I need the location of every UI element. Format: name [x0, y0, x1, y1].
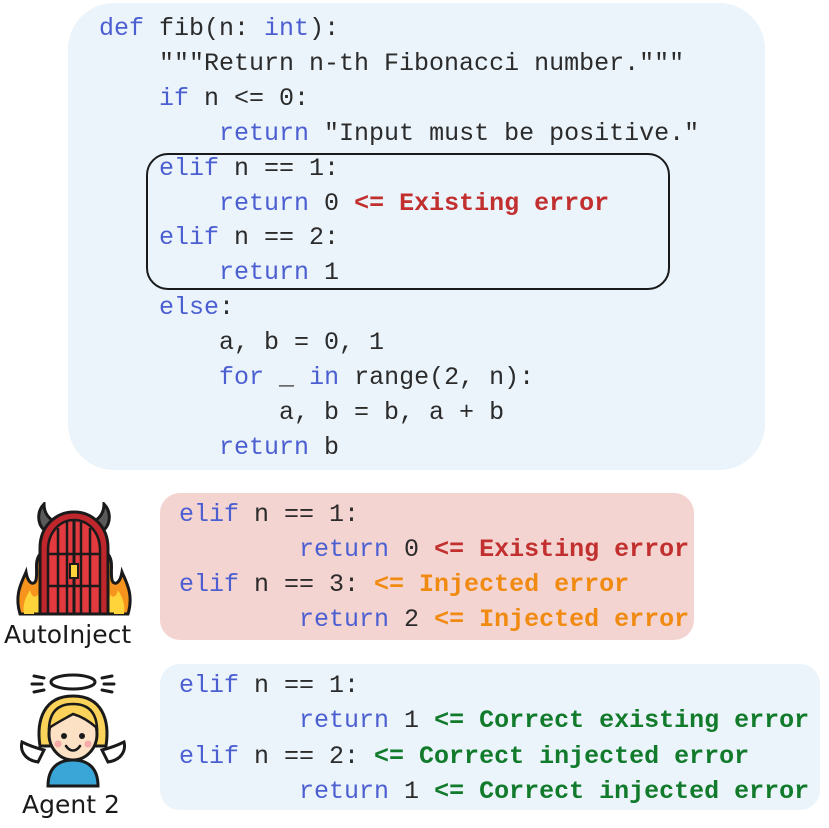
- code-text: :: [219, 293, 235, 323]
- code-line: return b: [99, 433, 339, 463]
- code-line: elif n == 2: <= Correct injected error: [179, 742, 749, 772]
- code-text: [99, 433, 219, 462]
- code-keyword: return: [299, 535, 390, 564]
- code-keyword: return: [299, 605, 390, 634]
- code-keyword: elif: [159, 223, 220, 253]
- code-text: [99, 84, 159, 113]
- error-annotation: <= Correct injected error: [434, 776, 810, 806]
- code-text: fib(n:: [144, 14, 265, 43]
- code-text: ):: [309, 14, 340, 43]
- code-line: elif n == 1:: [179, 500, 359, 530]
- code-line: return 2 <= Injected error: [179, 605, 689, 635]
- code-text: [179, 777, 299, 806]
- code-text: [179, 706, 299, 735]
- code-keyword: elif: [179, 741, 240, 771]
- code-keyword: return: [219, 432, 310, 462]
- code-keyword: return: [219, 118, 310, 148]
- code-text: 1: [309, 258, 340, 288]
- error-annotation: <= Correct injected error: [374, 741, 750, 771]
- code-text: [99, 154, 159, 183]
- original-code-panel: [68, 3, 765, 470]
- code-keyword: elif: [179, 500, 240, 529]
- code-line: elif n == 1:: [99, 154, 339, 184]
- code-text: [179, 535, 299, 564]
- autoinject-code-panel: [160, 493, 694, 640]
- code-line: for _ in range(2, n):: [99, 363, 534, 393]
- code-line: return 1 <= Correct injected error: [179, 777, 809, 807]
- code-text: range(2, n):: [339, 363, 535, 392]
- error-annotation: <= Existing error: [354, 188, 610, 218]
- code-line: return 0 <= Existing error: [99, 189, 609, 219]
- code-line: return "Input must be positive.": [99, 119, 699, 149]
- code-keyword: in: [309, 363, 340, 392]
- code-text: _: [264, 363, 310, 392]
- code-line: else:: [99, 293, 234, 323]
- code-line: elif n == 1:: [179, 671, 359, 701]
- code-text: [99, 258, 219, 287]
- code-keyword: return: [219, 188, 310, 218]
- code-keyword: return: [299, 706, 390, 736]
- code-text: a, b = 0, 1: [99, 328, 385, 358]
- code-text: 1: [389, 776, 435, 806]
- code-text: a, b = b, a + b: [99, 397, 505, 427]
- error-annotation: <= Existing error: [434, 535, 690, 564]
- code-line: a, b = b, a + b: [99, 398, 504, 428]
- code-text: [99, 119, 219, 148]
- code-keyword: if: [159, 83, 190, 113]
- code-text: n == 3:: [239, 570, 375, 599]
- code-text: 0: [309, 188, 355, 218]
- code-text: 0: [389, 535, 435, 564]
- code-keyword: return: [299, 776, 390, 806]
- code-text: [99, 223, 159, 252]
- code-text: [99, 293, 159, 322]
- code-text: [99, 363, 219, 392]
- agent-label: Agent 2: [22, 790, 120, 819]
- code-line: """Return n-th Fibonacci number.""": [99, 49, 684, 79]
- devil-gate-fire-icon: [14, 500, 134, 618]
- code-line: if n <= 0:: [99, 84, 309, 114]
- code-text: n == 2:: [239, 741, 375, 771]
- code-keyword: return: [219, 258, 310, 288]
- code-keyword: elif: [179, 570, 240, 599]
- code-text: n == 2:: [219, 223, 340, 253]
- error-annotation: <= Correct existing error: [434, 706, 810, 736]
- code-keyword: int: [264, 14, 310, 43]
- code-line: a, b = 0, 1: [99, 328, 384, 358]
- error-annotation: <= Injected error: [434, 605, 690, 634]
- code-keyword: elif: [159, 153, 220, 183]
- code-text: 1: [389, 706, 435, 736]
- agent-code-panel: [160, 664, 820, 810]
- code-text: n == 1:: [239, 671, 360, 700]
- code-keyword: for: [219, 363, 265, 392]
- code-text: n == 1:: [219, 153, 340, 183]
- code-text: [99, 189, 219, 218]
- code-keyword: def: [99, 14, 145, 43]
- code-text: [179, 605, 299, 634]
- code-text: """Return n-th Fibonacci number.""": [99, 48, 685, 78]
- angel-girl-icon: [14, 670, 132, 788]
- code-line: return 1 <= Correct existing error: [179, 706, 809, 736]
- code-keyword: else: [159, 293, 220, 323]
- code-line: def fib(n: int):: [99, 14, 339, 44]
- autoinject-label: AutoInject: [4, 620, 132, 649]
- code-line: elif n == 2:: [99, 223, 339, 253]
- code-text: n == 1:: [239, 500, 360, 529]
- code-text: b: [309, 432, 340, 462]
- error-highlight-box: [146, 153, 670, 290]
- code-text: n <= 0:: [189, 83, 310, 113]
- code-line: return 1: [99, 258, 339, 288]
- code-keyword: elif: [179, 671, 240, 700]
- code-text: 2: [389, 605, 435, 634]
- code-text: "Input must be positive.": [309, 118, 700, 148]
- code-line: elif n == 3: <= Injected error: [179, 570, 629, 600]
- error-annotation: <= Injected error: [374, 570, 630, 599]
- code-line: return 0 <= Existing error: [179, 535, 689, 565]
